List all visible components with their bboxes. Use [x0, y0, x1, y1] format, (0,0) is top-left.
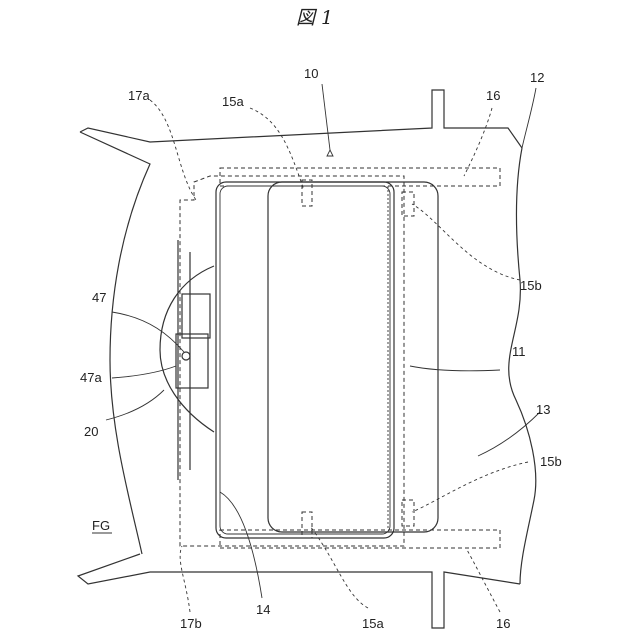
- leader-20: [106, 390, 164, 420]
- unit-11: [268, 182, 438, 532]
- leader-15a-top: [250, 108, 304, 190]
- label-16-top: 16: [486, 88, 500, 103]
- body-14-inner: [220, 186, 390, 534]
- label-12: 12: [530, 70, 544, 85]
- label-15b-top: 15b: [520, 278, 542, 293]
- rail-16-top: [220, 168, 500, 186]
- frame-17: [180, 176, 404, 546]
- mount-plate-47a: [176, 334, 208, 388]
- figure-title: 図 1: [296, 7, 333, 29]
- leader-17a: [150, 100, 196, 200]
- leader-47: [112, 312, 184, 352]
- mount-20: [160, 240, 214, 480]
- label-16-bottom: 16: [496, 616, 510, 631]
- label-10: 10: [304, 66, 318, 81]
- mount-block: [182, 294, 210, 338]
- label-47a: 47a: [80, 370, 102, 385]
- leader-47a: [112, 366, 176, 378]
- label-13: 13: [536, 402, 550, 417]
- bolt-47: [182, 352, 190, 360]
- rail-16-bottom: [220, 530, 500, 548]
- bracket-15a-top: [302, 180, 312, 206]
- label-17a: 17a: [128, 88, 150, 103]
- leader-13: [478, 412, 540, 456]
- leader-17b: [180, 546, 190, 612]
- leader-14: [220, 492, 262, 598]
- label-15a-bottom: 15a: [362, 616, 384, 631]
- leader-15b-top: [412, 204, 520, 280]
- leader-11: [410, 366, 500, 371]
- label-11: 11: [512, 344, 526, 359]
- label-20: 20: [84, 424, 98, 439]
- label-47: 47: [92, 290, 106, 305]
- leader-16-top: [464, 108, 492, 176]
- leader-15b-bottom: [412, 462, 528, 512]
- label-15a-top: 15a: [222, 94, 244, 109]
- label-15b-bottom: 15b: [540, 454, 562, 469]
- label-17b: 17b: [180, 616, 202, 631]
- body-14: [216, 182, 394, 538]
- label-14: 14: [256, 602, 270, 617]
- leader-10: [322, 84, 330, 150]
- label-FG: FG: [92, 518, 110, 533]
- leader-12: [522, 88, 536, 148]
- leader-10-arrow: [327, 150, 333, 156]
